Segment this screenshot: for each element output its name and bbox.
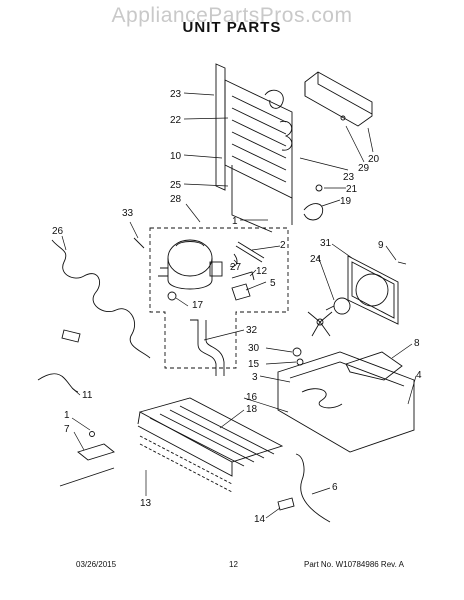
callout-31: 31 (320, 238, 332, 249)
drain-tube (190, 319, 225, 376)
compressor (158, 239, 223, 290)
fan-blade (307, 311, 333, 337)
leader-17 (175, 297, 189, 307)
leader-32 (203, 329, 245, 341)
jumper-wire (37, 373, 79, 393)
callout-24: 24 (310, 254, 322, 265)
leader-33 (129, 221, 139, 239)
leader-10 (183, 154, 223, 159)
leader-1b (71, 417, 91, 431)
leader-16 (243, 397, 289, 413)
callout-26: 26 (52, 226, 64, 237)
condenser-coil (215, 63, 293, 233)
leader-30 (265, 347, 293, 353)
footer-page-number: 12 (229, 560, 238, 569)
leader-5 (245, 281, 267, 291)
screw-33 (133, 237, 145, 249)
callout-29: 29 (358, 163, 370, 174)
leader-24 (317, 255, 335, 301)
footer-date: 03/26/2015 (76, 560, 117, 569)
callout-32: 32 (246, 325, 258, 336)
callout-33: 33 (122, 208, 134, 219)
drain-pan (137, 397, 284, 493)
harness-connector (61, 329, 81, 343)
leader-29 (345, 125, 365, 163)
callout-10: 10 (170, 151, 182, 162)
drain-heater (303, 203, 324, 221)
leader-14 (265, 507, 281, 519)
callout-5: 5 (270, 278, 276, 289)
callout-16: 16 (246, 392, 258, 403)
callout-1: 1 (232, 216, 238, 227)
fitting-30 (292, 347, 302, 357)
leader-8 (391, 343, 413, 359)
callout-13: 13 (140, 498, 152, 509)
base-pan (277, 351, 415, 453)
leader-25 (183, 183, 229, 187)
site-watermark: AppliancePartsPros.com (111, 4, 353, 27)
callout-23: 23 (170, 89, 182, 100)
leader-27 (233, 259, 239, 265)
callout-11: 11 (82, 390, 93, 401)
tube-connector-14 (277, 497, 295, 511)
leader-26 (61, 235, 67, 251)
leader-15 (265, 361, 297, 365)
leader-4 (407, 375, 417, 405)
leader-12 (249, 269, 257, 277)
leader-9 (385, 245, 397, 261)
callout-9: 9 (378, 240, 384, 251)
leader-2 (251, 245, 281, 251)
page-title: UNIT PARTS (182, 19, 282, 36)
leader-20 (367, 127, 374, 153)
callout-2: 2 (280, 240, 286, 251)
callout-14: 14 (254, 514, 266, 525)
callout-27: 27 (230, 262, 242, 273)
leader-3 (259, 375, 291, 383)
capillary-tube-27 (229, 253, 238, 267)
wiring-harness (51, 239, 151, 359)
leader-11 (71, 387, 81, 396)
callout-30: 30 (248, 343, 260, 354)
callout-4: 4 (416, 370, 422, 381)
leader-22 (183, 117, 229, 120)
terminal-block (59, 431, 115, 487)
screw-9 (397, 261, 407, 265)
water-tube (295, 453, 331, 523)
callout-6: 6 (332, 482, 338, 493)
leader-23a (183, 92, 215, 96)
callout-28: 28 (170, 194, 182, 205)
callout-18: 18 (246, 404, 258, 415)
callout-1b: 1 (64, 410, 70, 421)
relay-overload (231, 283, 251, 301)
bracket-12 (231, 271, 255, 281)
fan-motor (325, 297, 351, 315)
callout-23b: 23 (343, 172, 355, 183)
footer-part-number: Part No. W10784986 Rev. A (304, 560, 404, 569)
leader-31 (331, 243, 353, 259)
leader-19 (321, 199, 341, 207)
leader-18 (219, 409, 245, 429)
callout-17: 17 (192, 300, 204, 311)
callout-19: 19 (340, 196, 352, 207)
filter-drier (235, 241, 265, 263)
condenser-fan-shroud (347, 255, 399, 325)
callout-7: 7 (64, 424, 70, 435)
callout-15: 15 (248, 359, 260, 370)
screw-21 (315, 184, 323, 192)
leader-7 (73, 431, 85, 451)
callout-12: 12 (256, 266, 268, 277)
callout-25: 25 (170, 180, 182, 191)
callout-21: 21 (346, 184, 358, 195)
leader-28 (185, 203, 201, 223)
leader-23b (299, 157, 349, 171)
grommet-17 (167, 291, 177, 301)
top-bracket (304, 71, 373, 127)
callout-20: 20 (368, 154, 380, 165)
leader-6 (311, 487, 331, 495)
callout-8: 8 (414, 338, 420, 349)
compressor-compartment-outline (149, 227, 289, 369)
callout-22: 22 (170, 115, 182, 126)
callout-3: 3 (252, 372, 258, 383)
